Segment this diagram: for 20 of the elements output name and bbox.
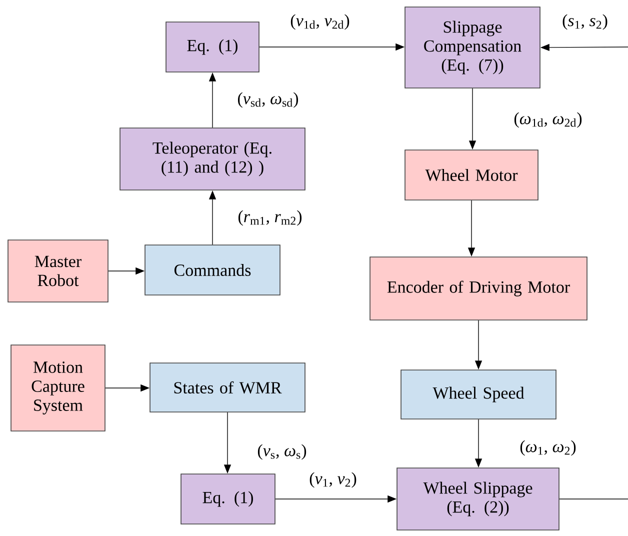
process-box: Eq. (1) xyxy=(180,474,276,524)
process-box: Motion Capture System xyxy=(10,344,106,432)
process-box: States of WMR xyxy=(150,362,306,412)
process-box: Wheel Slippage (Eq. (2)) xyxy=(396,468,560,530)
edge-label: (v$_{sd}$, ω$_{sd}$) xyxy=(236,91,300,109)
process-box: Commands xyxy=(144,244,280,296)
edge-label: (v$_{s}$, ω$_{s}$) xyxy=(256,443,308,461)
process-box: Encoder of Driving Motor xyxy=(370,256,588,320)
edge-label: (ω$_{1d}$, ω$_{2d}$) xyxy=(512,111,584,129)
edge-label: (v$_{1}$, v$_{2}$) xyxy=(308,471,358,489)
process-box: Wheel Motor xyxy=(404,150,538,200)
edge-label: (v$_{1d}$, v$_{2d}$) xyxy=(289,13,351,31)
process-box: Master Robot xyxy=(8,240,108,302)
edge-label: (r$_{m1}$, r$_{m2}$) xyxy=(236,209,304,227)
process-box: Slippage Compensation (Eq. (7)) xyxy=(404,6,540,88)
process-box: Wheel Speed xyxy=(400,370,556,420)
process-box: Teleoperator (Eq. (11) and (12) ) xyxy=(120,128,306,190)
edge-label: (ω$_{1}$, ω$_{2}$) xyxy=(518,439,578,457)
process-box: Eq. (1) xyxy=(166,22,260,72)
edge-label: (s$_{1}$, s$_{2}$) xyxy=(561,13,609,31)
